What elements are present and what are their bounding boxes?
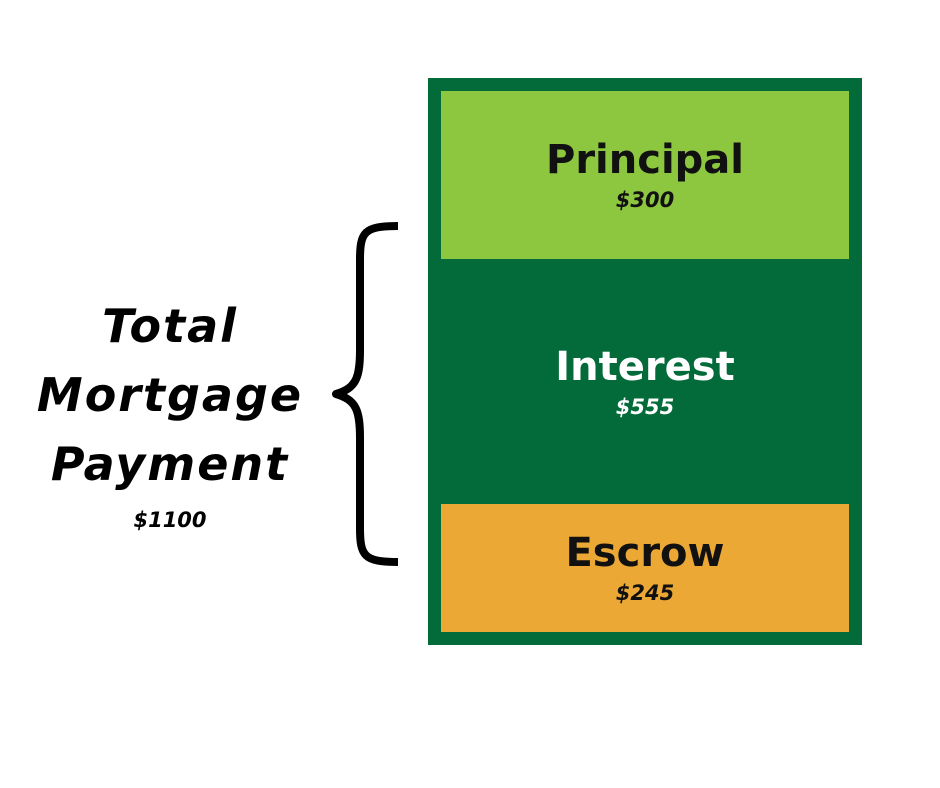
- total-payment-label: Total Mortgage Payment $1100: [20, 292, 320, 535]
- principal-amount: $300: [615, 188, 675, 212]
- escrow-label: Escrow: [565, 530, 725, 576]
- total-title-line-3: Payment: [50, 437, 290, 491]
- total-payment-amount: $1100: [133, 508, 207, 532]
- payment-breakdown-box: Principal $300 Interest $555 Escrow $245: [428, 78, 862, 645]
- escrow-amount: $245: [615, 581, 675, 605]
- interest-segment: Interest $555: [441, 259, 849, 504]
- principal-label: Principal: [546, 137, 744, 183]
- curly-brace-icon: [332, 222, 399, 566]
- total-title-line-1: Total: [102, 299, 238, 353]
- principal-segment: Principal $300: [441, 91, 849, 259]
- interest-label: Interest: [555, 343, 735, 390]
- interest-amount: $555: [615, 394, 675, 419]
- total-payment-title: Total Mortgage Payment: [20, 292, 320, 499]
- escrow-segment: Escrow $245: [441, 504, 849, 632]
- total-title-line-2: Mortgage: [36, 368, 304, 422]
